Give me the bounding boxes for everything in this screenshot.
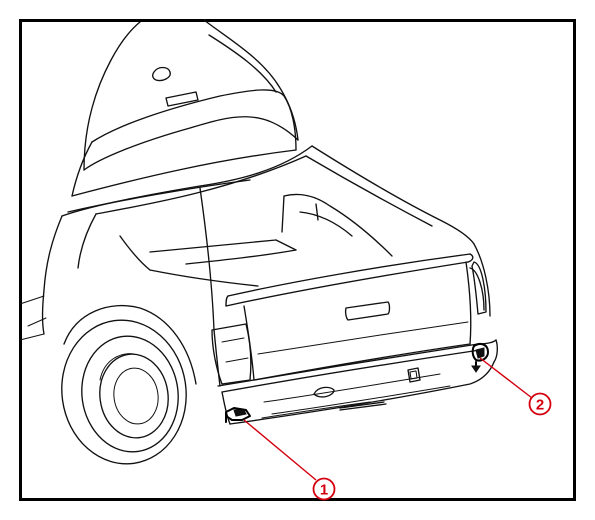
truck-cab (71, 19, 299, 197)
left-quarter-panel (19, 187, 252, 387)
callout-2-leader (479, 357, 533, 399)
callout-2-circle (528, 392, 552, 416)
callout-2-label: 2 (536, 397, 544, 414)
callout-1-leader (243, 419, 317, 481)
sensor-right (471, 343, 489, 373)
callout-1: 1 (243, 419, 336, 501)
callout-1-label: 1 (320, 482, 328, 499)
callout-2: 2 (479, 357, 552, 416)
rear-wheel (61, 304, 197, 465)
right-quarter-panel (469, 243, 491, 317)
diagram-frame (19, 19, 576, 501)
callout-1-circle (312, 477, 336, 501)
sensor-left (225, 407, 251, 423)
rear-bumper (217, 339, 498, 425)
tailgate (225, 253, 474, 381)
truck-bed (61, 145, 475, 287)
